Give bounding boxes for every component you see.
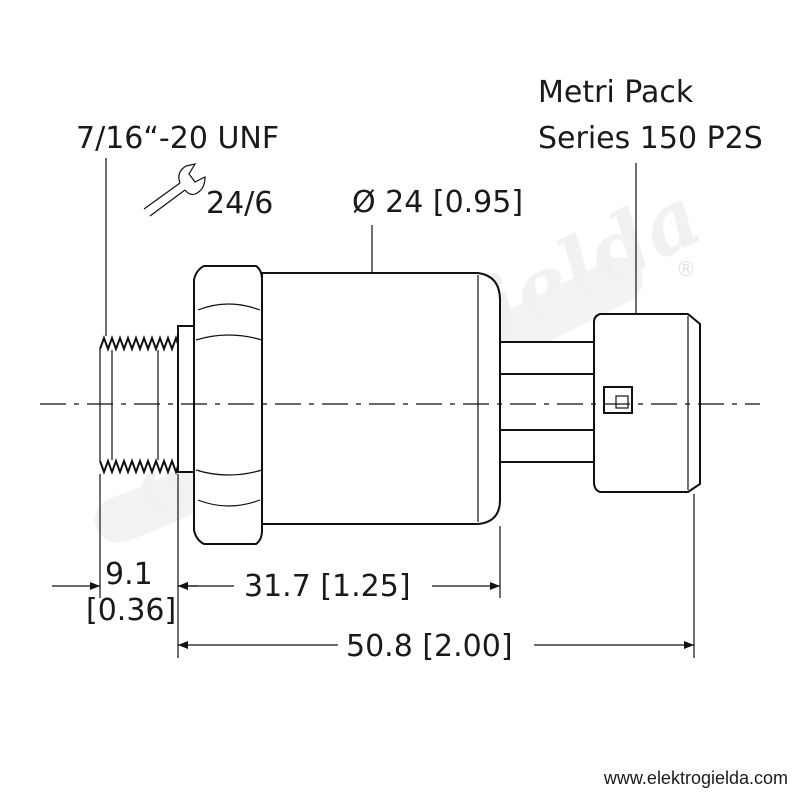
thread-profile-bottom (99, 458, 179, 476)
footer-url: www.elektrogielda.com (603, 768, 788, 788)
connector-neck (499, 341, 595, 463)
thread-length-mm-label: 9.1 (105, 557, 153, 592)
wrench-icon (143, 163, 206, 217)
thread-length-in-label: [0.36] (86, 593, 176, 628)
connector-label-line2: Series 150 P2S (538, 121, 763, 156)
connector-label-line1: Metri Pack (538, 75, 694, 110)
body-length-label: 31.7 [1.25] (244, 569, 411, 604)
sensor-body (261, 272, 501, 525)
wrench-size-label: 24/6 (206, 186, 273, 221)
connector-latch (603, 386, 633, 414)
threaded-fitting (99, 325, 195, 476)
watermark-registered-mark: ® (676, 257, 696, 281)
diameter-label: Ø 24 [0.95] (352, 185, 523, 220)
metri-pack-connector (593, 313, 701, 493)
thread-spec-label: 7/16“-20 UNF (76, 121, 279, 156)
thread-collar (177, 325, 195, 473)
thread-profile-top (99, 334, 179, 352)
overall-length-label: 50.8 [2.00] (346, 629, 513, 664)
hex-nut (193, 265, 263, 545)
